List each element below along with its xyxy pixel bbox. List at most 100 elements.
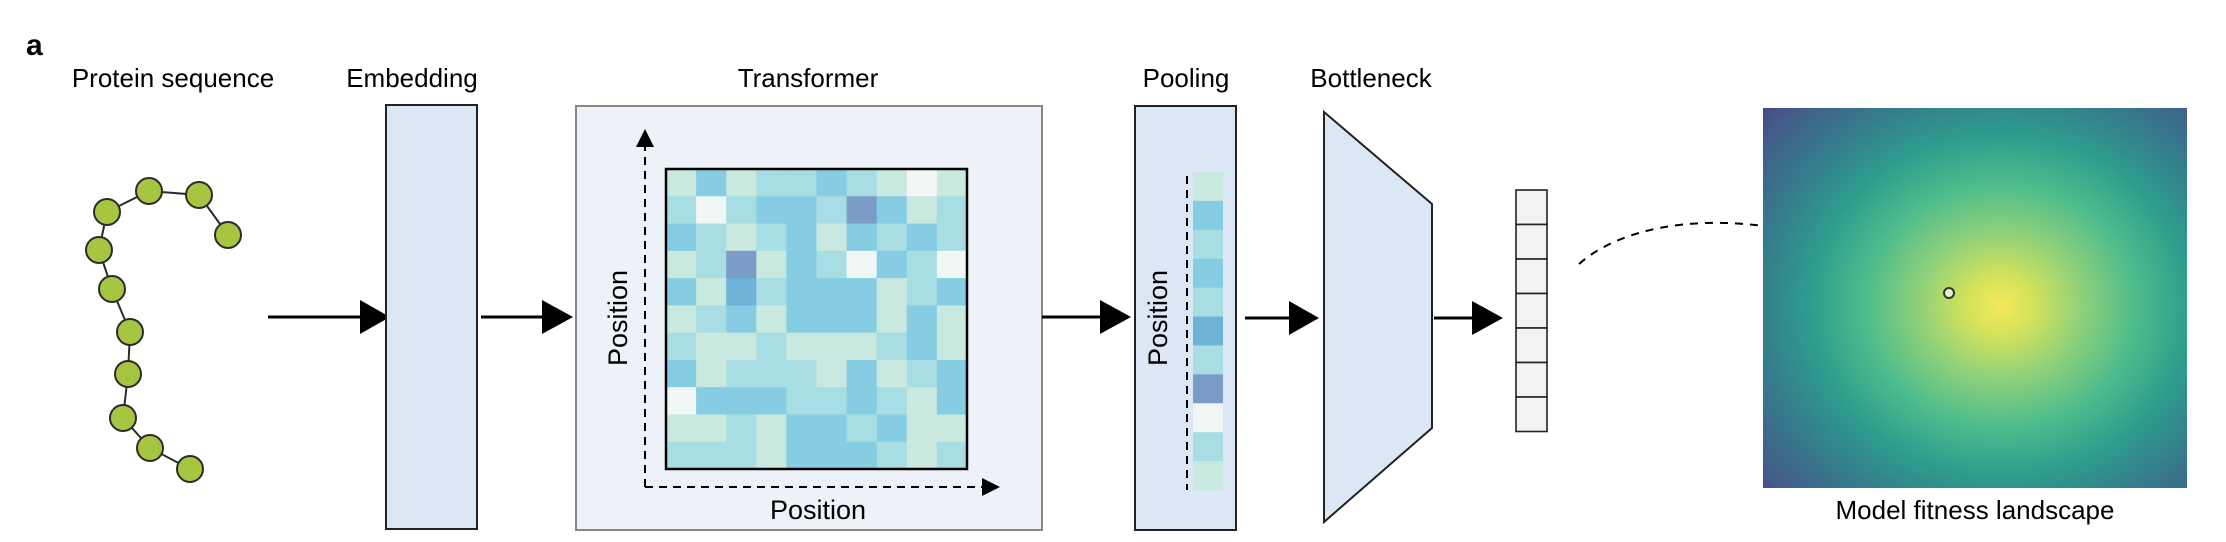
latent-cell <box>1515 361 1548 398</box>
heatmap-cell <box>726 196 757 225</box>
transformer-y-axis-label: Position <box>603 270 633 366</box>
transformer-axes <box>636 129 1000 496</box>
heatmap-cell <box>726 305 757 334</box>
heatmap-cell <box>846 223 878 252</box>
heatmap-cell <box>786 278 817 306</box>
heatmap-cell <box>726 250 757 279</box>
pooled-cell <box>1193 287 1223 318</box>
pooled-cell <box>1193 229 1223 260</box>
heatmap-cell <box>696 414 727 443</box>
heatmap-cell <box>846 359 878 388</box>
heatmap-cell <box>756 359 787 388</box>
residue-node <box>109 404 137 432</box>
heatmap-cell <box>696 278 727 306</box>
heatmap-cell <box>936 387 968 415</box>
heatmap-cell <box>846 441 878 470</box>
heatmap-cell <box>876 387 908 415</box>
pooled-cell <box>1193 432 1223 462</box>
heatmap-cell <box>666 250 697 279</box>
pooled-cell <box>1193 200 1223 231</box>
arrow-embedding-to-transformer <box>481 300 573 334</box>
heatmap-cell <box>756 305 787 334</box>
heatmap-cell <box>906 278 938 306</box>
pooled-cell <box>1193 258 1223 289</box>
heatmap-cell <box>786 196 817 225</box>
residue-node <box>176 455 204 483</box>
heatmap-cell <box>696 223 727 252</box>
pooled-cell <box>1193 345 1223 375</box>
pooling-label: Pooling <box>1143 63 1230 93</box>
heatmap-cell <box>696 196 727 225</box>
heatmap-cell <box>936 223 968 252</box>
panel-letter: a <box>26 29 43 62</box>
latent-cell <box>1515 189 1548 226</box>
latent-cell <box>1515 396 1548 433</box>
heatmap-cell <box>696 305 727 334</box>
heatmap-cell <box>756 441 787 470</box>
attention-heatmap-border <box>664 167 969 471</box>
transformer-label: Transformer <box>738 63 879 93</box>
heatmap-cell <box>726 359 757 388</box>
heatmap-cell <box>666 169 697 197</box>
heatmap-cell <box>906 441 938 470</box>
heatmap-cell <box>666 359 697 388</box>
heatmap-cell <box>726 169 757 197</box>
heatmap-cell <box>906 169 938 197</box>
pooled-cell <box>1193 316 1223 346</box>
bottleneck-label: Bottleneck <box>1310 63 1432 93</box>
heatmap-cell <box>816 441 848 470</box>
heatmap-cell <box>756 250 787 279</box>
heatmap-cell <box>786 250 817 279</box>
heatmap-cell <box>666 305 697 334</box>
heatmap-cell <box>876 169 908 197</box>
heatmap-cell <box>936 441 968 470</box>
pooling-axis-label: Position <box>1143 270 1173 366</box>
heatmap-cell <box>936 414 968 443</box>
latent-cell <box>1515 258 1548 295</box>
transformer-x-axis-label: Position <box>770 495 866 525</box>
residue-node <box>116 318 144 346</box>
heatmap-cell <box>786 169 817 197</box>
heatmap-cell <box>876 196 908 225</box>
heatmap-cell <box>846 387 878 415</box>
embedding-label: Embedding <box>346 63 478 93</box>
heatmap-cell <box>906 196 938 225</box>
embedding-block <box>385 104 478 530</box>
heatmap-cell <box>876 278 908 306</box>
pooled-vector <box>1193 172 1223 491</box>
heatmap-cell <box>906 332 938 361</box>
heatmap-cell <box>846 332 878 361</box>
heatmap-cell <box>726 223 757 252</box>
heatmap-cell <box>816 223 848 252</box>
heatmap-cell <box>816 196 848 225</box>
heatmap-cell <box>816 332 848 361</box>
heatmap-cell <box>816 414 848 443</box>
heatmap-cell <box>786 414 817 443</box>
arrow-sequence-to-embedding <box>268 300 390 334</box>
arrow-transformer-to-pooling <box>1042 300 1131 334</box>
heatmap-cell <box>696 169 727 197</box>
heatmap-cell <box>816 387 848 415</box>
heatmap-cell <box>876 305 908 334</box>
heatmap-cell <box>876 359 908 388</box>
heatmap-cell <box>846 414 878 443</box>
heatmap-cell <box>756 278 787 306</box>
heatmap-cell <box>906 359 938 388</box>
heatmap-cell <box>726 332 757 361</box>
heatmap-cell <box>756 223 787 252</box>
heatmap-cell <box>846 278 878 306</box>
heatmap-cell <box>786 332 817 361</box>
heatmap-cell <box>786 441 817 470</box>
heatmap-cell <box>816 278 848 306</box>
protein-chain <box>85 177 242 483</box>
heatmap-cell <box>786 223 817 252</box>
heatmap-cell <box>936 278 968 306</box>
heatmap-cell <box>726 414 757 443</box>
heatmap-cell <box>816 359 848 388</box>
y-axis-arrowhead <box>636 129 654 147</box>
residue-node <box>85 236 113 264</box>
heatmap-cell <box>906 250 938 279</box>
heatmap-cell <box>666 196 697 225</box>
heatmap-cell <box>666 278 697 306</box>
heatmap-cell <box>786 387 817 415</box>
